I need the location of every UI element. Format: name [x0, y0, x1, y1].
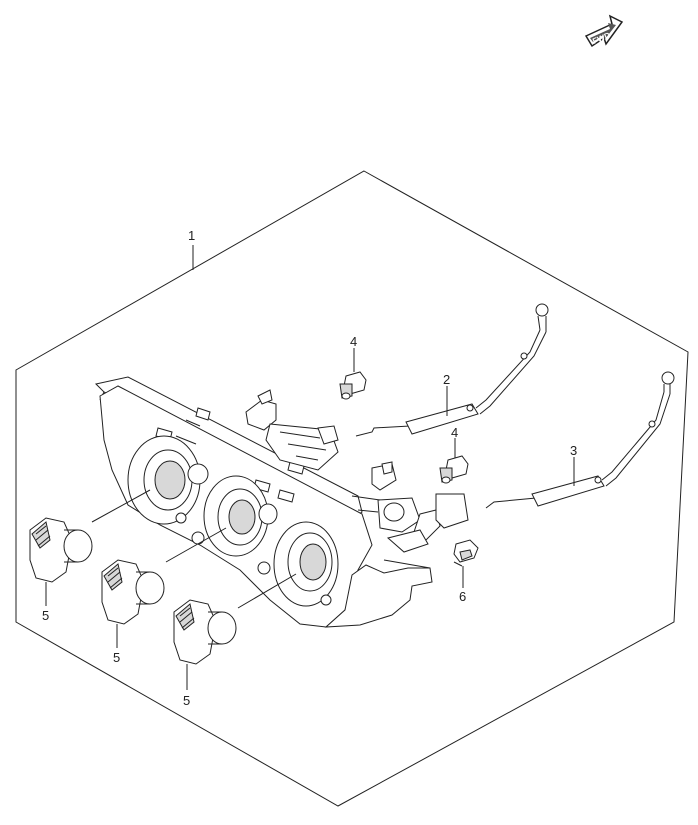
control-cable-upper [355, 303, 549, 437]
callout-6: 6 [459, 589, 466, 604]
callout-1: 1 [188, 228, 195, 243]
callout-3: 3 [570, 443, 577, 458]
knob-2 [101, 527, 227, 625]
callout-5-first: 5 [42, 608, 49, 623]
callout-2: 2 [443, 372, 450, 387]
dial-opening-center [191, 475, 278, 575]
knob-1 [29, 489, 151, 583]
assembly-boundary [15, 170, 689, 807]
callout-4-upper: 4 [350, 334, 357, 349]
bulb-socket-upper [339, 371, 367, 400]
control-cable-lower [485, 371, 675, 509]
bulb-socket-lower [439, 455, 469, 484]
callout-5-third: 5 [183, 693, 190, 708]
callout-4-lower: 4 [451, 425, 458, 440]
rear-mechanism [245, 389, 469, 553]
fwd-arrow-icon: FWD [584, 14, 624, 48]
dial-opening-right [273, 521, 339, 607]
wire-clip [453, 539, 479, 567]
callout-5-second: 5 [113, 650, 120, 665]
dial-opening-left [127, 435, 209, 525]
knob-3 [173, 573, 297, 665]
